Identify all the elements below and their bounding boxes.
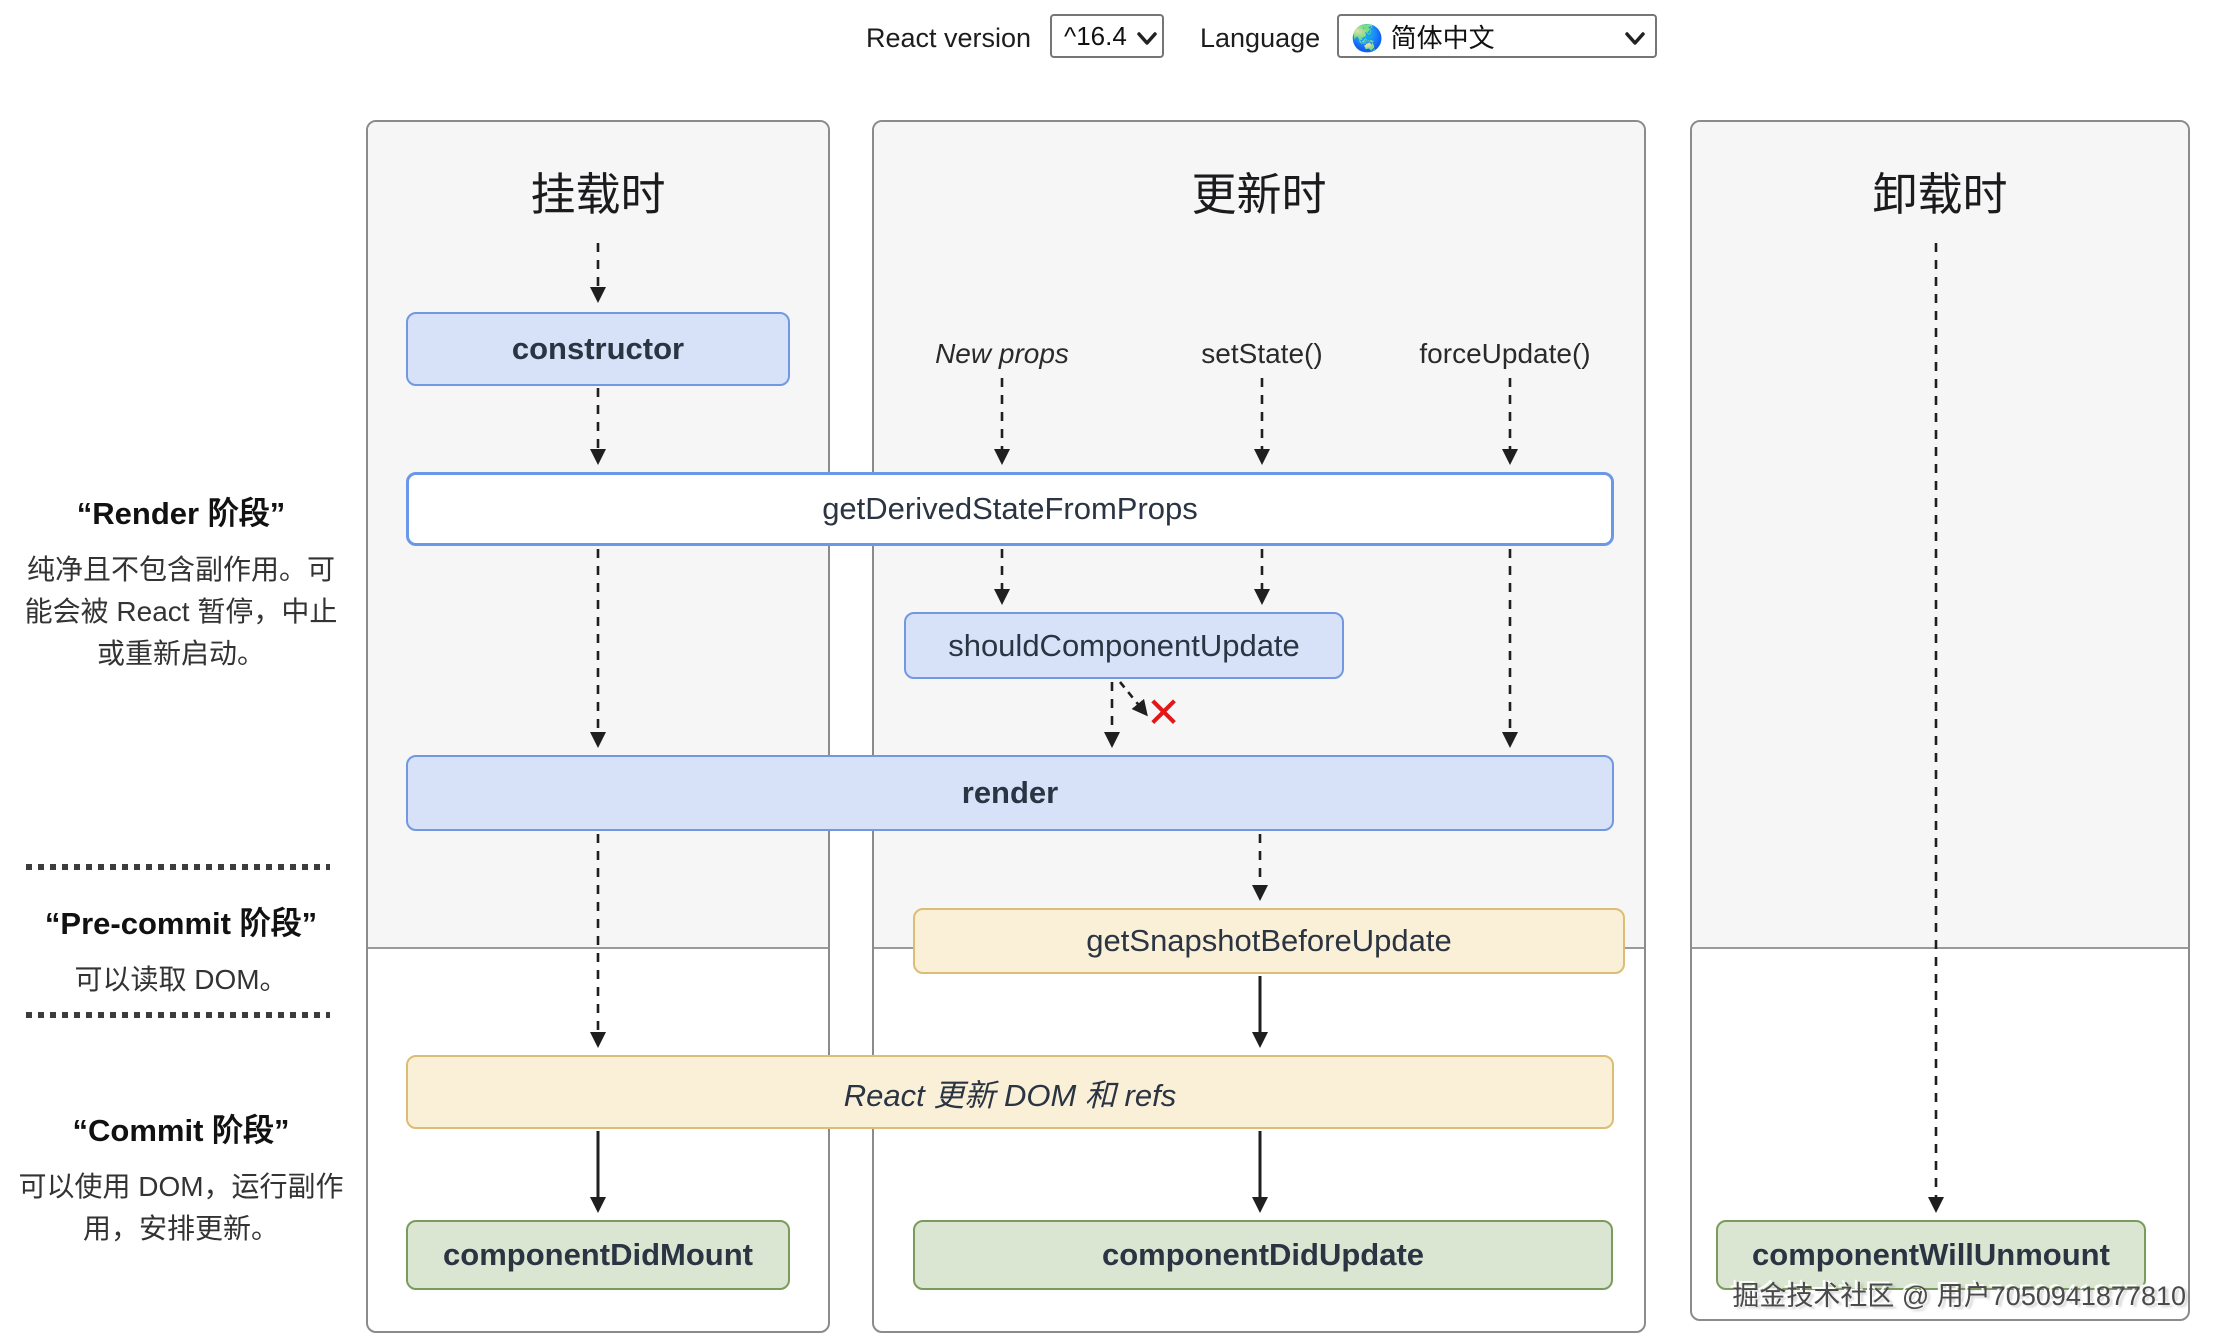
- method-render[interactable]: render: [406, 755, 1614, 831]
- react-version-value: ^16.4: [1064, 20, 1127, 51]
- render-phase-desc: 纯净且不包含副作用。可能会被 React 暂停，中止或重新启动。: [24, 554, 338, 669]
- commit-phase-label: “Commit 阶段” 可以使用 DOM，运行副作用，安排更新。: [18, 1105, 344, 1250]
- react-version-select[interactable]: ^16.4: [1050, 14, 1164, 58]
- method-get-derived-state-from-props[interactable]: getDerivedStateFromProps: [406, 472, 1614, 546]
- column-mounting-title: 挂载时: [530, 169, 666, 220]
- pre-commit-phase-title: “Pre-commit 阶段”: [44, 906, 318, 941]
- method-get-snapshot-before-update[interactable]: getSnapshotBeforeUpdate: [913, 908, 1625, 974]
- column-unmounting: 卸载时: [1690, 120, 2190, 1321]
- method-constructor[interactable]: constructor: [406, 312, 790, 386]
- commit-phase-desc: 可以使用 DOM，运行副作用，安排更新。: [18, 1171, 344, 1244]
- language-select[interactable]: 🌏 简体中文: [1337, 14, 1657, 58]
- method-component-will-unmount[interactable]: componentWillUnmount: [1716, 1220, 2146, 1290]
- react-version-label: React version: [866, 23, 1032, 53]
- method-component-did-mount[interactable]: componentDidMount: [406, 1220, 790, 1290]
- chevron-down-icon: [1137, 21, 1157, 52]
- column-mounting: 挂载时: [366, 120, 830, 1333]
- pre-commit-phase-label: “Pre-commit 阶段” 可以读取 DOM。: [18, 898, 344, 1001]
- column-updating-title: 更新时: [1191, 169, 1327, 220]
- render-phase-shading: [1692, 122, 2188, 949]
- commit-phase-title: “Commit 阶段”: [72, 1113, 290, 1148]
- column-unmounting-title: 卸载时: [1872, 169, 2008, 220]
- language-value: 🌏 简体中文: [1351, 22, 1495, 53]
- column-updating: 更新时: [872, 120, 1646, 1333]
- watermark: 掘金技术社区 @ 用户7050941877810: [1732, 1281, 2186, 1311]
- pre-commit-top-divider: [26, 864, 330, 870]
- trigger-new-props: New props: [935, 338, 1069, 369]
- chevron-down-icon: [1625, 21, 1645, 52]
- trigger-force-update: forceUpdate(): [1419, 338, 1591, 369]
- skip-render-x-mark: ✕: [1146, 689, 1182, 736]
- method-should-component-update[interactable]: shouldComponentUpdate: [904, 612, 1344, 679]
- render-phase-label: “Render 阶段” 纯净且不包含副作用。可能会被 React 暂停，中止或重…: [18, 488, 344, 675]
- language-label: Language: [1200, 23, 1321, 53]
- method-component-did-update[interactable]: componentDidUpdate: [913, 1220, 1613, 1290]
- react-updates-dom-box: React 更新 DOM 和 refs: [406, 1055, 1614, 1129]
- pre-commit-phase-desc: 可以读取 DOM。: [74, 964, 288, 995]
- pre-commit-bottom-divider: [26, 1012, 330, 1018]
- render-phase-title: “Render 阶段”: [76, 496, 286, 531]
- trigger-set-state: setState(): [1201, 338, 1323, 369]
